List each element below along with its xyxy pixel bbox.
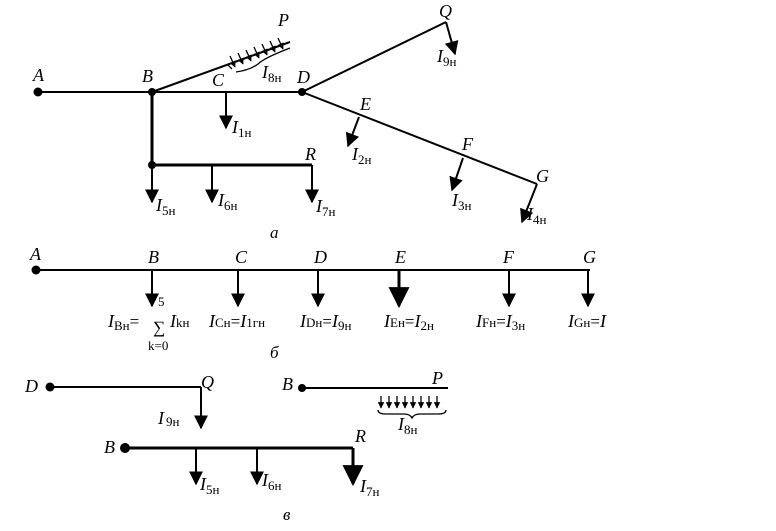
- sum-sign: ∑: [153, 318, 165, 337]
- figure-b: A B C D E F G IВн= ∑ 5 k=0 Ikн ICн=I1гн …: [29, 244, 607, 362]
- node-a-dot-b: [31, 265, 41, 275]
- svg-text:ICн=I1гн: ICн=I1гн: [208, 311, 265, 331]
- label-c-i7: I7н: [359, 476, 380, 499]
- label-node-p: P: [277, 10, 289, 30]
- label-node-f: F: [461, 134, 474, 154]
- equation-e: IЕн=I2н: [383, 311, 434, 333]
- label-b-node-g: G: [583, 247, 596, 267]
- caption-a: а: [270, 223, 279, 242]
- line-d-g: [301, 91, 538, 185]
- label-i5: I5н: [155, 195, 176, 218]
- label-node-d: D: [296, 67, 310, 87]
- label-c-node-b1: B: [282, 374, 293, 394]
- equation-b: IВн= ∑ 5 k=0 Ikн: [107, 294, 190, 353]
- svg-text:IВн=: IВн=: [107, 311, 139, 333]
- caption-b: б: [270, 343, 279, 362]
- figure-a: A B C D E F G P Q R I1н I2н I3н I4н I5н …: [32, 1, 549, 242]
- label-b-node-a: A: [29, 244, 42, 264]
- label-c-i8: I8н: [397, 414, 418, 437]
- label-b-node-c: C: [235, 247, 248, 267]
- svg-text:IFн=I3н: IFн=I3н: [475, 311, 525, 333]
- equation-g: IGн=I: [567, 311, 607, 331]
- label-i3: I3н: [451, 190, 472, 213]
- svg-text:k=0: k=0: [148, 338, 168, 353]
- equation-c: ICн=I1гн: [208, 311, 265, 331]
- label-c-i5: I5н: [199, 474, 220, 497]
- line-d-q: [301, 21, 447, 93]
- label-node-b: B: [142, 66, 153, 86]
- label-c-node-r: R: [354, 426, 366, 446]
- arrow-i9: [444, 21, 459, 56]
- equation-d: IDн=I9н: [299, 311, 351, 333]
- label-i2: I2н: [351, 144, 372, 167]
- label-node-e: E: [359, 94, 371, 114]
- arrow-i4: [520, 183, 538, 224]
- brace-i8: [235, 47, 291, 73]
- label-node-q: Q: [439, 1, 452, 21]
- node-c-b1-dot: [298, 384, 306, 392]
- svg-text:IDн=I9н: IDн=I9н: [299, 311, 351, 333]
- label-c-node-q: Q: [201, 372, 214, 392]
- label-node-c: C: [212, 70, 225, 90]
- label-b-node-d: D: [313, 247, 327, 267]
- label-node-g: G: [536, 166, 549, 186]
- svg-text:IGн=I: IGн=I: [567, 311, 607, 331]
- label-c-node-p: P: [431, 368, 443, 388]
- arrow-i2: [345, 116, 360, 148]
- node-d-dot: [298, 88, 306, 96]
- node-a-dot: [33, 87, 43, 97]
- svg-text:5: 5: [158, 294, 165, 309]
- label-i8: I8н: [261, 62, 282, 85]
- distributed-load-i8: [227, 37, 291, 73]
- label-b-node-f: F: [502, 247, 515, 267]
- label-c-node-d: D: [24, 376, 38, 396]
- label-c-i6: I6н: [261, 470, 282, 493]
- arrow-i3: [449, 157, 464, 192]
- equation-f: IFн=I3н: [475, 311, 525, 333]
- svg-text:Ikн: Ikн: [169, 311, 190, 331]
- label-i4: I4н: [526, 204, 547, 227]
- brace-c-i8: [377, 409, 447, 420]
- distributed-load-c-i8: [377, 396, 447, 420]
- node-b-dot: [148, 88, 156, 96]
- caption-c: в: [283, 505, 291, 524]
- label-i7: I7н: [315, 196, 336, 219]
- label-i1: I1н: [231, 117, 252, 140]
- label-c-node-b2: B: [104, 437, 115, 457]
- label-node-r: R: [304, 144, 316, 164]
- label-i6: I6н: [217, 190, 238, 213]
- node-c-b2-dot: [120, 443, 130, 453]
- node-c-d-dot: [45, 382, 55, 392]
- label-b-node-e: E: [394, 247, 406, 267]
- svg-text:IЕн=I2н: IЕн=I2н: [383, 311, 434, 333]
- label-i9: I9н: [436, 46, 457, 69]
- label-b-node-b: B: [148, 247, 159, 267]
- label-node-a: A: [32, 65, 45, 85]
